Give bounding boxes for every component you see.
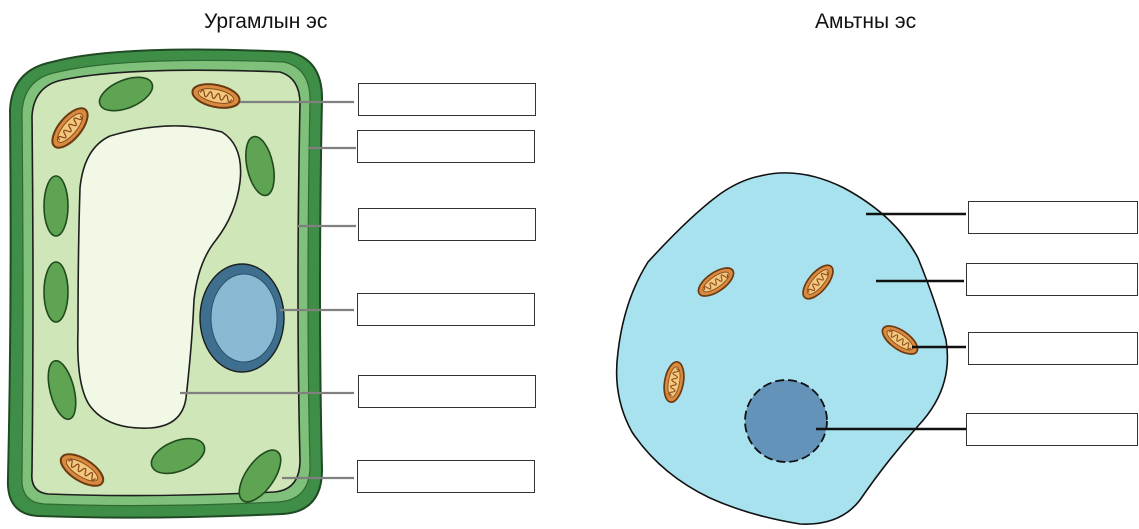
animal-cell bbox=[617, 173, 948, 524]
plant-cell bbox=[8, 50, 322, 518]
plant-label-box-5[interactable] bbox=[358, 375, 536, 408]
animal-label-box-3[interactable] bbox=[968, 332, 1138, 365]
plant-label-box-4[interactable] bbox=[357, 293, 535, 326]
plant-label-box-2[interactable] bbox=[357, 130, 535, 163]
animal-label-box-2[interactable] bbox=[966, 263, 1138, 296]
animal-label-box-4[interactable] bbox=[966, 413, 1138, 446]
plant-label-box-3[interactable] bbox=[358, 208, 536, 241]
plant-label-box-6[interactable] bbox=[357, 460, 535, 493]
plant-nucleus bbox=[200, 264, 284, 372]
animal-nucleus bbox=[745, 380, 827, 462]
animal-label-box-1[interactable] bbox=[968, 201, 1138, 234]
plant-label-box-1[interactable] bbox=[358, 83, 536, 116]
